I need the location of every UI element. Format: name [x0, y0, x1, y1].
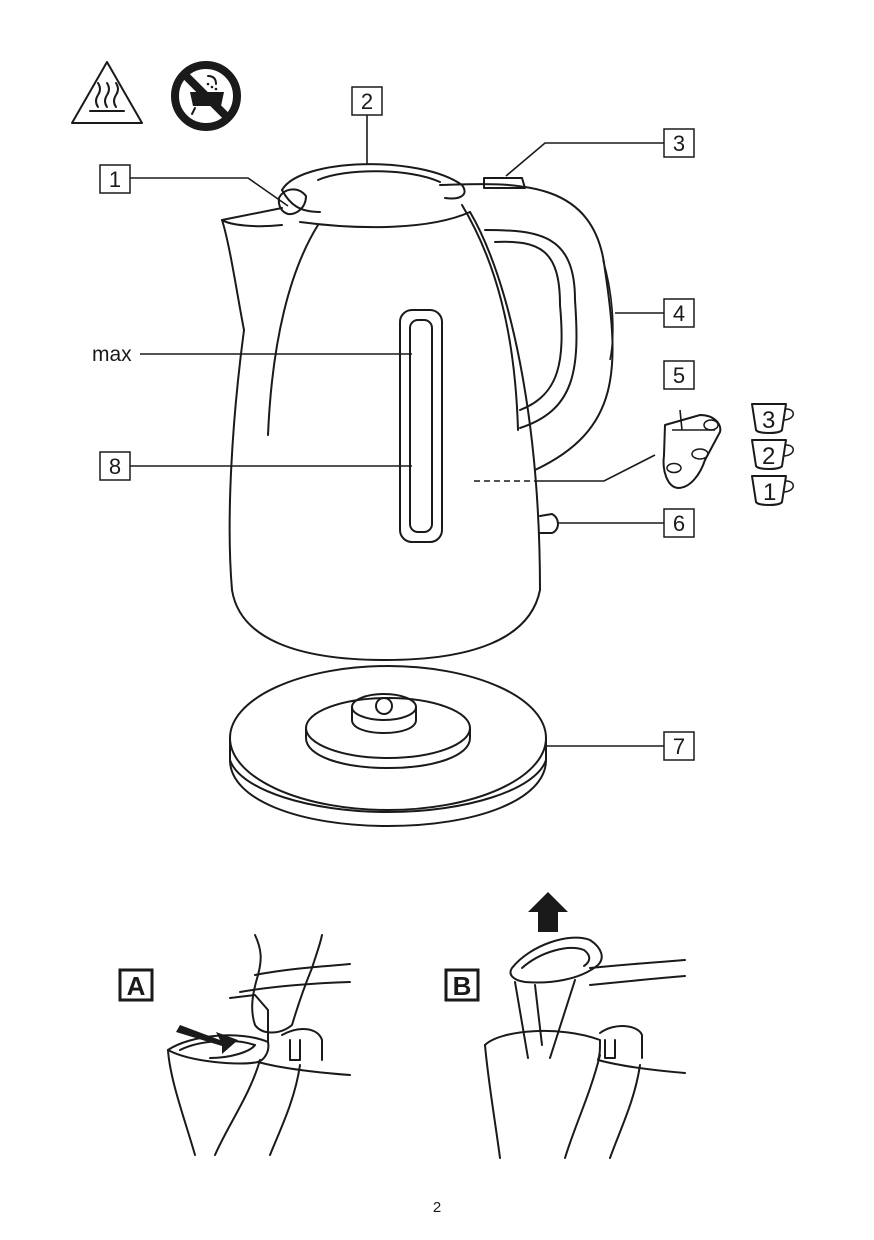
callout-6-label: 6	[673, 511, 685, 536]
callout-2: 2	[351, 86, 383, 116]
cup-icon-1: 1	[751, 475, 794, 506]
callout-6: 6	[663, 508, 695, 538]
kettle	[221, 163, 614, 661]
callout-7-label: 7	[673, 734, 685, 759]
kettle-base	[229, 665, 547, 827]
callout-8: 8	[99, 451, 131, 481]
callout-5-label: 5	[673, 363, 685, 388]
cup-icon-2: 2	[751, 439, 794, 470]
callout-5: 5	[663, 360, 695, 390]
callout-3-label: 3	[673, 131, 685, 156]
max-label: max	[92, 343, 132, 366]
callout-8-label: 8	[109, 454, 121, 479]
page-number: 2	[433, 1199, 441, 1216]
do-not-immerse-icon	[171, 61, 241, 131]
cup-2-label: 2	[762, 443, 775, 470]
cup-icon-3: 3	[751, 403, 794, 434]
cup-3-label: 3	[762, 407, 775, 434]
hot-surface-warning-icon	[71, 61, 143, 124]
callout-4: 4	[663, 298, 695, 328]
leader-lines	[130, 115, 664, 747]
step-a-illustration: A	[118, 934, 351, 1156]
callout-1: 1	[99, 164, 131, 194]
callout-4-label: 4	[673, 301, 685, 326]
callout-7: 7	[663, 731, 695, 761]
cup-1-label: 1	[763, 479, 776, 506]
callout-2-label: 2	[361, 89, 373, 114]
step-b-illustration: B	[444, 892, 686, 1159]
step-b-label: B	[453, 971, 472, 1001]
callout-1-label: 1	[109, 167, 121, 192]
callout-3: 3	[663, 128, 695, 158]
step-a-label: A	[127, 971, 146, 1001]
filter-part	[662, 409, 722, 489]
